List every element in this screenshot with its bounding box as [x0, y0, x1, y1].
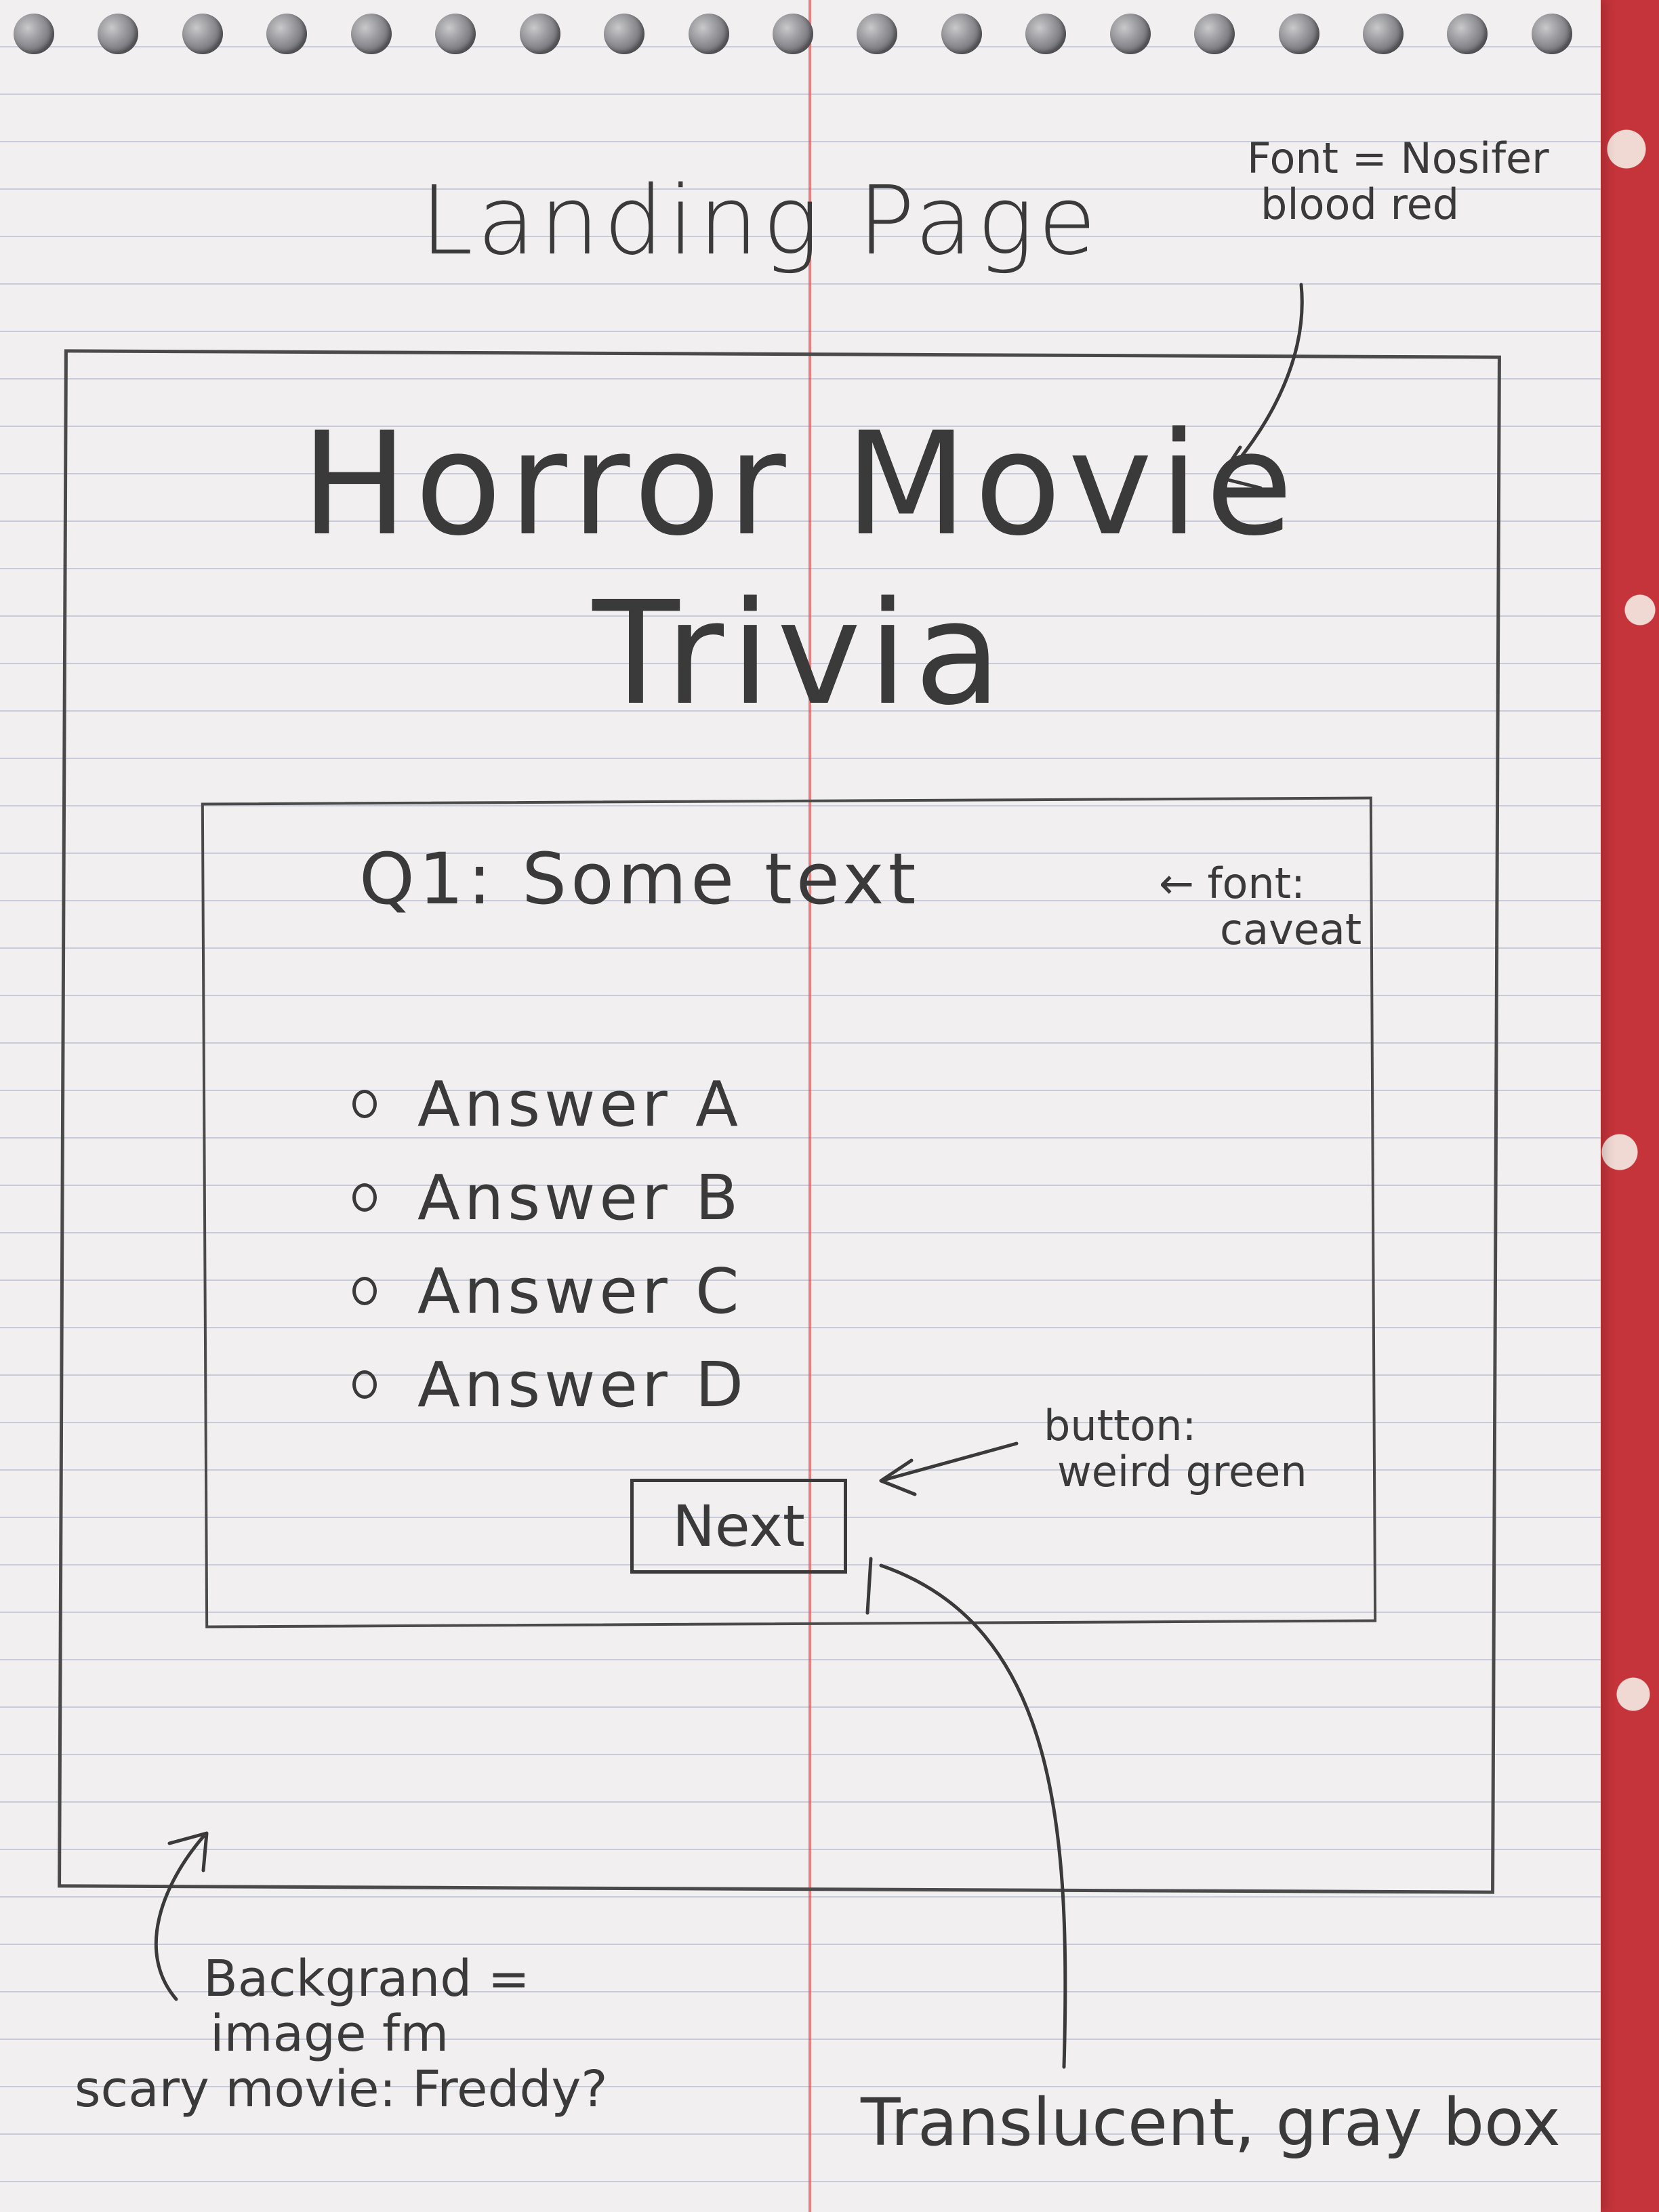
answer-option-a[interactable]: Answer A [352, 1057, 747, 1151]
answer-option-b[interactable]: Answer B [352, 1151, 747, 1244]
note-line: blood red [1261, 180, 1460, 230]
spiral-ring [14, 14, 54, 54]
note-line: Backgrand = [203, 1950, 530, 2008]
answer-label: Answer C [417, 1254, 743, 1328]
spiral-ring [688, 14, 729, 54]
site-title-line2: Trivia [592, 571, 1008, 737]
notebook-paper [0, 0, 1601, 2212]
spiral-ring [350, 14, 392, 54]
note-line: ← font: [1159, 859, 1305, 908]
note-line: caveat [1220, 905, 1362, 955]
spiral-ring [266, 14, 308, 54]
note-line: scary movie: Freddy? [75, 2060, 608, 2118]
page-heading: Landing Page [420, 166, 1101, 276]
title-font-note: Font = Nosifer blood red [1247, 134, 1549, 230]
radio-button[interactable] [352, 1370, 377, 1399]
spiral-ring [772, 14, 813, 54]
answer-list: Answer A Answer B Answer C Answer D [352, 1057, 747, 1431]
spiral-ring [435, 14, 476, 54]
spiral-ring [1278, 14, 1319, 54]
note-line: button: [1044, 1401, 1197, 1450]
answer-option-c[interactable]: Answer C [352, 1244, 747, 1338]
answer-label: Answer B [417, 1161, 743, 1234]
site-title: Horror Movie Trivia [0, 413, 1601, 725]
note-line: image fm [210, 2005, 449, 2064]
site-title-line1: Horror Movie [301, 401, 1300, 567]
spiral-ring [1194, 14, 1235, 54]
note-line: Font = Nosifer [1247, 134, 1549, 183]
gray-box-note: Translucent, gray box [861, 2085, 1561, 2160]
spiral-ring [857, 14, 898, 54]
spiral-ring [182, 14, 223, 54]
spiral-ring [98, 14, 139, 54]
spiral-ring [1109, 14, 1151, 54]
radio-button[interactable] [352, 1183, 377, 1212]
answer-label: Answer D [417, 1348, 747, 1421]
button-color-note: button: weird green [1044, 1401, 1307, 1497]
spiral-ring [941, 14, 982, 54]
spiral-binding [14, 14, 1572, 68]
question-font-note: ← font: caveat [1159, 859, 1362, 955]
spiral-ring [519, 14, 560, 54]
background-note: Backgrand = image fm scary movie: Freddy… [75, 1950, 608, 2118]
radio-button[interactable] [352, 1090, 377, 1118]
radio-button[interactable] [352, 1277, 377, 1305]
spiral-ring [1447, 14, 1488, 54]
answer-label: Answer A [417, 1067, 743, 1141]
note-line: weird green [1057, 1447, 1307, 1497]
spiral-ring [1025, 14, 1067, 54]
answer-option-d[interactable]: Answer D [352, 1338, 747, 1431]
spiral-ring [604, 14, 645, 54]
next-button[interactable]: Next [630, 1479, 847, 1574]
spiral-ring [1363, 14, 1404, 54]
spiral-ring [1531, 14, 1572, 54]
question-text: Q1: Some text [359, 838, 920, 920]
